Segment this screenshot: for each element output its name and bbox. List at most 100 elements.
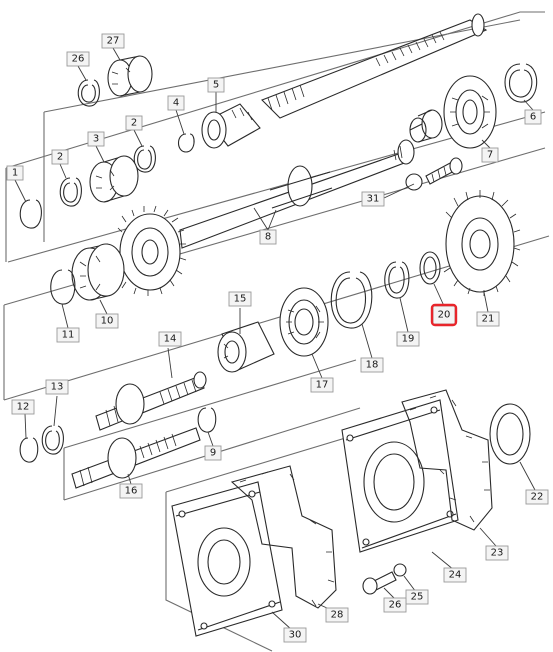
part-snap-ring-6 [504, 63, 538, 103]
part-bearing-17 [279, 287, 329, 357]
part-spacer-5 [201, 103, 261, 149]
svg-text:26: 26 [389, 600, 402, 611]
callout-3[interactable]: 3 [87, 131, 105, 147]
frame-upper-inner [43, 19, 521, 242]
part-housing-24 [341, 399, 459, 553]
part-ring-4 [177, 133, 195, 153]
part-ring-2-lower [59, 177, 82, 207]
part-shaft-14 [95, 371, 207, 431]
callout-7[interactable]: 7 [481, 147, 499, 163]
callouts: 26 27 4 5 2 3 2 1 6 7 31 8 10 11 21 20 1… [6, 33, 549, 643]
part-ring-9 [197, 407, 217, 433]
callout-9[interactable]: 9 [204, 445, 222, 461]
part-housing-30 [171, 481, 283, 637]
svg-text:30: 30 [289, 630, 302, 641]
svg-text:17: 17 [316, 380, 329, 391]
svg-text:31: 31 [367, 194, 380, 205]
callout-29[interactable]: 28 [325, 607, 349, 623]
callout-16[interactable]: 16 [119, 483, 143, 499]
callout-2-upper[interactable]: 2 [125, 115, 143, 131]
svg-text:13: 13 [51, 382, 64, 393]
svg-text:8: 8 [265, 232, 271, 243]
part-sleeve [409, 109, 443, 143]
svg-text:1: 1 [12, 168, 18, 179]
part-ring-12 [19, 437, 39, 463]
svg-text:20: 20 [438, 310, 451, 321]
callout-25[interactable]: 25 [405, 589, 429, 605]
part-gasket-23 [401, 389, 493, 531]
svg-text:28: 28 [331, 610, 344, 621]
part-ring-1 [19, 199, 42, 229]
callout-22[interactable]: 22 [525, 489, 549, 505]
part-shaft-8 [179, 139, 415, 249]
svg-text:11: 11 [62, 330, 75, 341]
callout-5[interactable]: 5 [207, 77, 225, 93]
callout-6[interactable]: 6 [524, 109, 542, 125]
svg-text:19: 19 [402, 334, 415, 345]
callout-8[interactable]: 8 [259, 229, 277, 245]
part-bolt-31 [405, 157, 463, 191]
svg-text:22: 22 [531, 492, 544, 503]
callout-12[interactable]: 12 [11, 399, 35, 415]
svg-text:12: 12 [17, 402, 30, 413]
part-bolt-26 [362, 571, 397, 595]
callout-18[interactable]: 18 [360, 357, 384, 373]
svg-text:23: 23 [491, 548, 504, 559]
svg-text:5: 5 [213, 80, 219, 91]
svg-text:26: 26 [72, 54, 85, 65]
callout-15[interactable]: 15 [228, 291, 252, 307]
svg-text:14: 14 [164, 334, 177, 345]
part-gasket-29 [230, 465, 337, 609]
callout-24[interactable]: 24 [443, 567, 467, 583]
svg-text:15: 15 [234, 294, 247, 305]
part-main-shaft [261, 13, 488, 119]
part-gear-21 [443, 190, 521, 296]
callout-1[interactable]: 1 [6, 165, 24, 181]
svg-text:10: 10 [101, 316, 114, 327]
svg-text:16: 16 [125, 486, 138, 497]
callout-20[interactable]: 20 [430, 303, 458, 327]
part-bearing-7 [443, 75, 497, 149]
svg-text:9: 9 [210, 448, 216, 459]
svg-text:2: 2 [131, 118, 137, 129]
part-ring-2-upper [133, 145, 156, 173]
callout-20-highlight [430, 303, 458, 327]
callout-13[interactable]: 13 [45, 379, 69, 395]
part-oring-20 [419, 251, 441, 285]
callout-21[interactable]: 21 [476, 311, 500, 327]
callout-28[interactable]: 27 [101, 33, 125, 49]
callout-23[interactable]: 23 [485, 545, 509, 561]
part-bearing-28 [107, 55, 153, 97]
callout-30[interactable]: 30 [283, 627, 307, 643]
callout-26[interactable]: 26 [383, 597, 407, 613]
callout-31[interactable]: 31 [361, 191, 385, 207]
part-snap-ring-19 [384, 261, 410, 299]
callout-27[interactable]: 26 [66, 51, 90, 67]
part-bearing-10 [71, 243, 125, 301]
svg-text:21: 21 [482, 314, 495, 325]
part-snap-ring-18 [330, 271, 373, 329]
svg-text:3: 3 [93, 134, 99, 145]
part-bearing-3 [89, 155, 139, 203]
part-ring-27 [77, 79, 100, 107]
part-ring-13 [41, 425, 64, 455]
callout-14[interactable]: 14 [158, 331, 182, 347]
svg-text:4: 4 [173, 98, 179, 109]
part-seal-22 [489, 403, 531, 465]
part-washer-25 [393, 563, 407, 577]
part-gear-8 [117, 205, 187, 296]
callout-2-lower[interactable]: 2 [51, 149, 69, 165]
callout-17[interactable]: 17 [310, 377, 334, 393]
svg-text:18: 18 [366, 360, 379, 371]
callout-10[interactable]: 10 [95, 313, 119, 329]
svg-text:24: 24 [449, 570, 462, 581]
part-ring-11 [50, 269, 76, 305]
svg-text:7: 7 [487, 150, 493, 161]
callout-19[interactable]: 19 [396, 331, 420, 347]
svg-text:27: 27 [107, 36, 120, 47]
svg-text:25: 25 [411, 592, 424, 603]
callout-11[interactable]: 11 [56, 327, 80, 343]
callout-4[interactable]: 4 [167, 95, 185, 111]
